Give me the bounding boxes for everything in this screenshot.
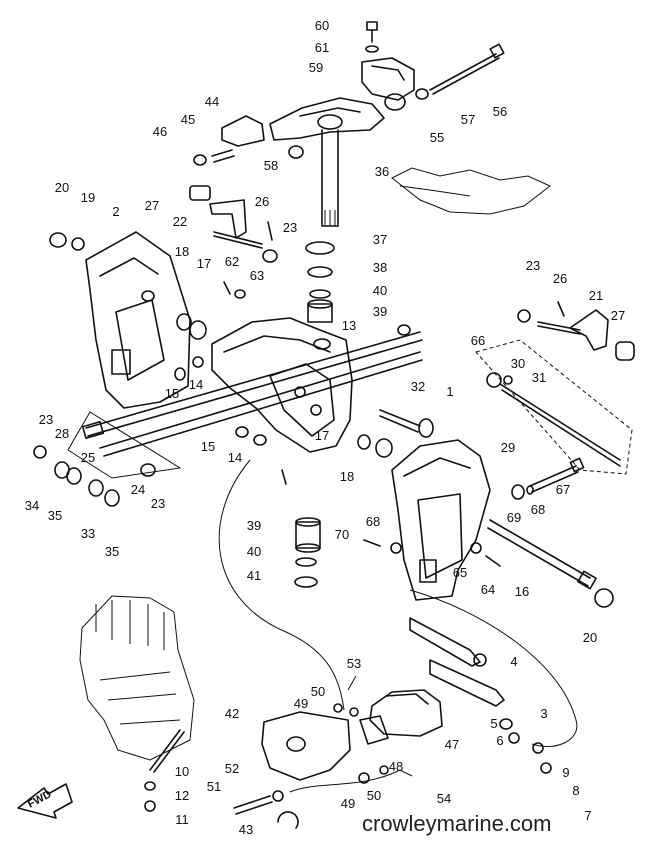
callout-8: 8 <box>572 783 579 798</box>
callout-45: 45 <box>181 112 195 127</box>
callout-70: 70 <box>335 527 349 542</box>
callout-44: 44 <box>205 94 219 109</box>
callout-68: 68 <box>531 502 545 517</box>
lower-steering-assembly <box>144 617 552 829</box>
callout-11: 11 <box>175 812 189 827</box>
callout-59: 59 <box>309 60 323 75</box>
steering-arm-assembly <box>193 21 551 227</box>
fwd-label: FWD <box>26 788 54 810</box>
callout-3: 3 <box>540 706 547 721</box>
callout-61: 61 <box>315 40 329 55</box>
callout-19: 19 <box>81 190 95 205</box>
callout-34: 34 <box>25 498 39 513</box>
left-bracket-assembly <box>49 185 278 409</box>
callout-57: 57 <box>461 112 475 127</box>
callout-48: 48 <box>389 759 403 774</box>
callout-49: 49 <box>294 696 308 711</box>
callout-2: 2 <box>112 204 119 219</box>
watermark-text: crowleymarine.com <box>362 811 552 836</box>
callout-54: 54 <box>437 791 451 806</box>
callout-12: 12 <box>175 788 189 803</box>
callout-23: 23 <box>151 496 165 511</box>
callout-24: 24 <box>131 482 145 497</box>
callout-35: 35 <box>105 544 119 559</box>
callout-26: 26 <box>553 271 567 286</box>
callout-32: 32 <box>411 379 425 394</box>
callout-23: 23 <box>39 412 53 427</box>
callout-28: 28 <box>55 426 69 441</box>
callout-51: 51 <box>207 779 221 794</box>
callout-10: 10 <box>175 764 189 779</box>
callout-35: 35 <box>48 508 62 523</box>
callout-9: 9 <box>562 765 569 780</box>
callout-50: 50 <box>367 788 381 803</box>
engine-block-sketch <box>79 595 195 761</box>
callout-7: 7 <box>584 808 591 823</box>
callout-47: 47 <box>445 737 459 752</box>
callout-30: 30 <box>511 356 525 371</box>
callout-43: 43 <box>239 822 253 837</box>
callout-36: 36 <box>375 164 389 179</box>
callout-15: 15 <box>165 386 179 401</box>
callout-27: 27 <box>611 308 625 323</box>
tilt-tube-rods <box>33 331 578 748</box>
callout-6: 6 <box>496 733 503 748</box>
callout-55: 55 <box>430 130 444 145</box>
callout-67: 67 <box>556 482 570 497</box>
callout-66: 66 <box>471 333 485 348</box>
callout-68: 68 <box>366 514 380 529</box>
swivel-bracket <box>211 241 411 485</box>
callout-53: 53 <box>347 656 361 671</box>
callout-62: 62 <box>225 254 239 269</box>
lower-bushing-stack <box>294 517 321 588</box>
callout-17: 17 <box>197 256 211 271</box>
callout-1: 1 <box>446 384 453 399</box>
callout-40: 40 <box>373 283 387 298</box>
callout-50: 50 <box>311 684 325 699</box>
callout-42: 42 <box>225 706 239 721</box>
callout-23: 23 <box>283 220 297 235</box>
right-bracket-assembly <box>357 301 635 608</box>
callout-22: 22 <box>173 214 187 229</box>
callout-20: 20 <box>583 630 597 645</box>
callout-63: 63 <box>250 268 264 283</box>
callout-29: 29 <box>501 440 515 455</box>
callout-37: 37 <box>373 232 387 247</box>
callout-17: 17 <box>315 428 329 443</box>
callout-31: 31 <box>532 370 546 385</box>
callout-18: 18 <box>340 469 354 484</box>
callout-46: 46 <box>153 124 167 139</box>
callout-39: 39 <box>247 518 261 533</box>
callout-15: 15 <box>201 439 215 454</box>
callout-14: 14 <box>228 450 242 465</box>
callout-49: 49 <box>341 796 355 811</box>
callout-27: 27 <box>145 198 159 213</box>
callout-18: 18 <box>175 244 189 259</box>
callout-16: 16 <box>515 584 529 599</box>
callout-13: 13 <box>342 318 356 333</box>
callout-4: 4 <box>510 654 517 669</box>
callout-26: 26 <box>255 194 269 209</box>
callout-39: 39 <box>373 304 387 319</box>
callout-58: 58 <box>264 158 278 173</box>
callout-60: 60 <box>315 18 329 33</box>
callout-40: 40 <box>247 544 261 559</box>
fwd-direction-arrow: FWD <box>17 783 73 819</box>
callout-64: 64 <box>481 582 495 597</box>
callout-52: 52 <box>225 761 239 776</box>
callout-65: 65 <box>453 565 467 580</box>
callout-14: 14 <box>189 377 203 392</box>
callout-23: 23 <box>526 258 540 273</box>
callout-69: 69 <box>507 510 521 525</box>
callout-41: 41 <box>247 568 261 583</box>
callout-20: 20 <box>55 180 69 195</box>
callout-33: 33 <box>81 526 95 541</box>
callout-5: 5 <box>490 716 497 731</box>
callout-21: 21 <box>589 288 603 303</box>
callout-25: 25 <box>81 450 95 465</box>
callout-56: 56 <box>493 104 507 119</box>
callout-38: 38 <box>373 260 387 275</box>
